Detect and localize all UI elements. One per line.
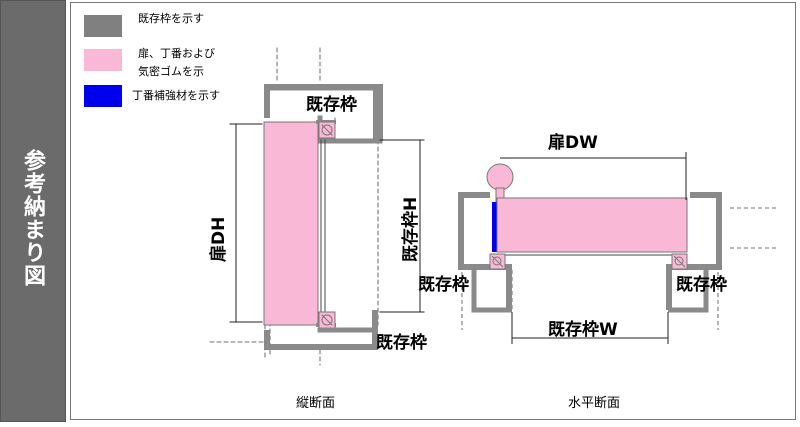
vertical-gasket-bottom bbox=[318, 311, 336, 329]
vertical-frame-dim: 既存枠H bbox=[400, 197, 421, 262]
legend-swatch-reinforcement bbox=[84, 85, 122, 107]
hinge-knuckle bbox=[486, 163, 514, 191]
horizontal-caption: 水平断面 bbox=[568, 396, 620, 411]
horizontal-section: 扉DW 既存枠W 既存枠 既存枠 水平断面 bbox=[418, 132, 778, 411]
legend-swatch-door bbox=[84, 49, 122, 71]
vertical-caption: 縦断面 bbox=[296, 396, 335, 411]
legend-label-reinforcement: 丁番補強材を示す bbox=[132, 88, 220, 102]
horizontal-door-dim: 扉DW bbox=[548, 132, 598, 153]
side-title-panel: 参考納まり図 bbox=[0, 0, 66, 422]
legend-label-door-2: 気密ゴムを示 bbox=[138, 64, 204, 78]
vertical-section: 扉DH 既存枠H 既存枠 既存枠 縦断面 bbox=[208, 47, 427, 411]
vertical-gasket-top bbox=[318, 121, 336, 139]
horizontal-frame-dim: 既存枠W bbox=[548, 319, 618, 340]
horizontal-door-leaf bbox=[496, 197, 688, 253]
vertical-frame-label-bottom: 既存枠 bbox=[376, 332, 427, 353]
horizontal-gasket-left bbox=[489, 253, 506, 270]
horizontal-right-frame bbox=[666, 192, 722, 310]
hinge-reinforcement bbox=[492, 202, 497, 252]
horizontal-frame-label-left: 既存枠 bbox=[418, 274, 469, 295]
legend-label-door: 扉、丁番および bbox=[138, 47, 215, 60]
legend: 既存枠を示す 扉、丁番および 気密ゴムを示 丁番補強材を示す bbox=[84, 11, 220, 107]
horizontal-gasket-right bbox=[671, 253, 688, 270]
vertical-bottom-frame bbox=[264, 310, 378, 350]
horizontal-left-frame bbox=[458, 192, 512, 310]
vertical-door-leaf bbox=[263, 121, 319, 326]
legend-swatch-frame bbox=[84, 15, 122, 37]
legend-label-frame: 既存枠を示す bbox=[138, 11, 204, 25]
side-title: 参考納まり図 bbox=[20, 149, 45, 287]
vertical-frame-label-top: 既存枠 bbox=[306, 94, 357, 115]
horizontal-frame-label-right: 既存枠 bbox=[676, 274, 727, 295]
vertical-door-dim: 扉DH bbox=[208, 217, 229, 262]
